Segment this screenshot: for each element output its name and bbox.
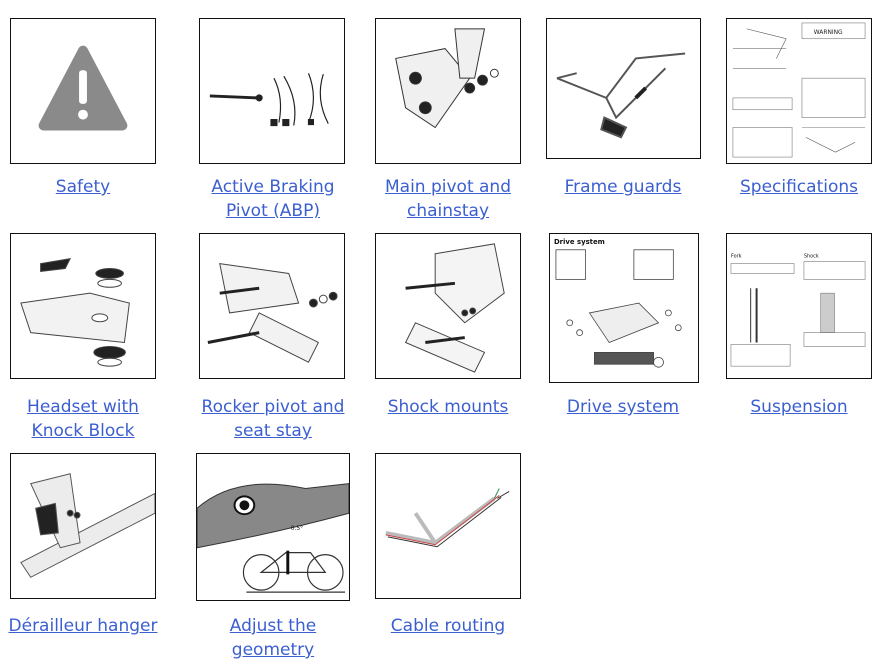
suspension-fork-label: Fork [731,254,742,260]
warning-triangle-icon [38,45,128,131]
cable-routing-diagram-image [385,488,510,548]
suspension-shock-label: Shock [804,254,819,260]
abp-diagram-image [209,73,329,127]
spec-warning-label: WARNING [814,30,843,36]
specifications-thumbnail[interactable]: WARNING [726,18,872,164]
link-shock-mounts[interactable]: Shock mounts [387,397,509,417]
link-main-pivot-chainstay[interactable]: Main pivot and chainstay [384,177,511,221]
cable-routing-thumbnail[interactable] [375,453,521,599]
link-derailleur-hanger[interactable]: Dérailleur hanger [8,616,158,636]
link-specifications[interactable]: Specifications [739,177,858,197]
link-cable-routing[interactable]: Cable routing [390,616,506,636]
geometry-angle-label: 0.5° [291,526,303,532]
frame-guards-thumbnail[interactable] [546,18,701,159]
link-rocker-pivot-seat-stay[interactable]: Rocker pivot and seat stay [201,397,345,441]
link-suspension[interactable]: Suspension [750,397,848,417]
safety-thumbnail[interactable] [10,18,156,164]
link-safety[interactable]: Safety [55,177,111,197]
rocker-pivot-thumbnail[interactable] [199,233,345,379]
shock-mounts-diagram-image [404,243,505,373]
link-drive-system[interactable]: Drive system [566,397,680,417]
main-pivot-diagram-image [395,28,499,129]
drive-system-thumbnail[interactable]: Drive system [549,233,699,383]
link-frame-guards[interactable]: Frame guards [564,177,682,197]
link-adjust-geometry[interactable]: Adjust the geometry [229,616,317,660]
derailleur-hanger-diagram-image [20,473,155,578]
suspension-document-image: Fork Shock [730,254,866,367]
frame-guards-diagram-image [556,52,686,139]
headset-diagram-image [20,258,130,367]
specifications-document-image: WARNING [732,22,866,158]
abp-thumbnail[interactable] [199,18,345,164]
shock-mounts-thumbnail[interactable] [375,233,521,379]
derailleur-hanger-thumbnail[interactable] [10,453,156,599]
geometry-thumbnail[interactable]: 0.5° [196,453,350,601]
rocker-pivot-diagram-image [207,263,338,363]
suspension-thumbnail[interactable]: Fork Shock [726,233,872,379]
geometry-diagram-image: 0.5° [197,483,349,593]
link-headset-knock-block[interactable]: Headset with Knock Block [27,397,139,441]
link-active-braking-pivot[interactable]: Active Braking Pivot (ABP) [211,177,335,221]
main-pivot-thumbnail[interactable] [375,18,521,164]
headset-thumbnail[interactable] [10,233,156,379]
drive-system-heading: Drive system [554,238,605,246]
drive-system-diagram-image: Drive system [554,238,682,368]
